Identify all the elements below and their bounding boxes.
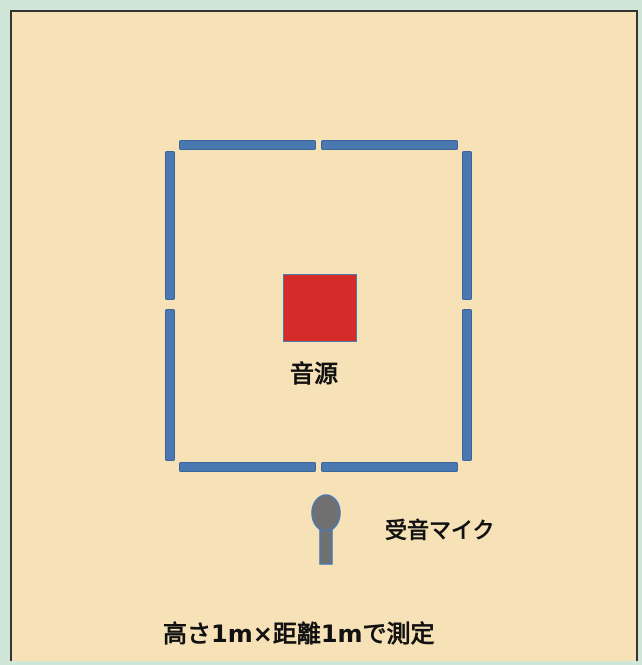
reflector-panel-right-upper [462, 151, 472, 300]
reflector-panel-left-upper [165, 151, 175, 300]
reflector-panel-top-left [179, 140, 316, 150]
reflector-panel-left-lower [165, 309, 175, 461]
reflector-panel-right-lower [462, 309, 472, 461]
microphone-label: 受音マイク [385, 519, 495, 544]
measurement-caption: 高さ1m×距離1mで測定 [163, 620, 435, 648]
sound-source [283, 274, 357, 342]
microphone-icon [311, 494, 341, 565]
reflector-panel-top-right [321, 140, 458, 150]
reflector-panel-bottom-left [179, 462, 316, 472]
sound-source-label: 音源 [290, 360, 338, 388]
reflector-panel-bottom-right [321, 462, 458, 472]
